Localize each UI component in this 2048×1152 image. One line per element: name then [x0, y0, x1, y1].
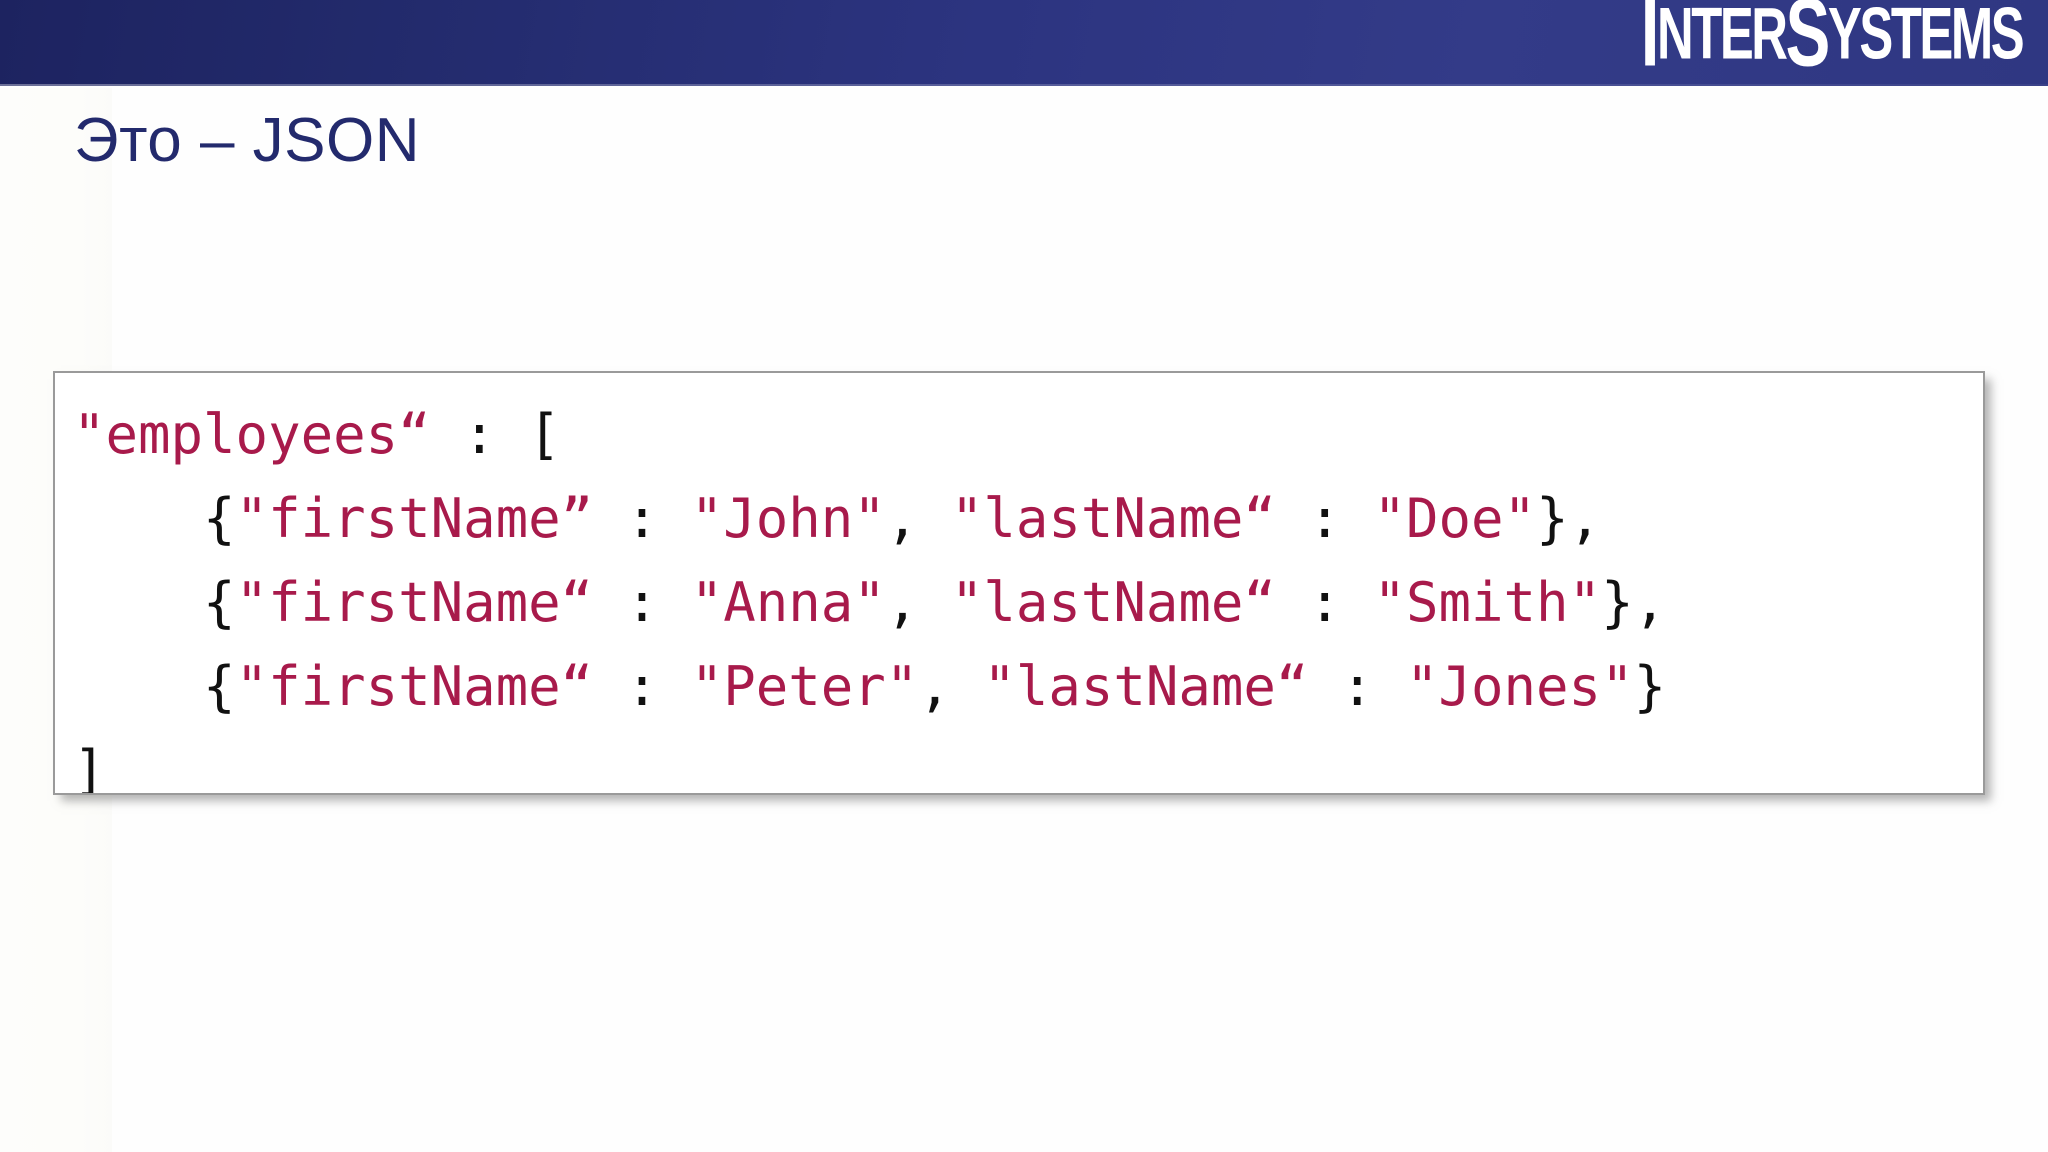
json-code-text: "employees“ : [ {"firstName” : "John", "…: [73, 393, 1983, 795]
json-code-block: "employees“ : [ {"firstName” : "John", "…: [53, 371, 1985, 795]
code-token-string: "employees“: [73, 403, 431, 466]
code-indent: [73, 571, 203, 634]
logo-letters-nter: NTER: [1656, 0, 1788, 76]
code-token-string: "lastName“: [983, 655, 1309, 718]
code-token-string: "John": [690, 487, 886, 550]
code-token-punctuation: ,: [918, 655, 984, 718]
code-token-punctuation: {: [203, 655, 236, 718]
code-token-punctuation: :: [593, 487, 691, 550]
code-token-punctuation: ,: [885, 571, 951, 634]
intersystems-logo: INTERSYSTEMS: [1557, 0, 2025, 88]
page-title: Это – JSON: [74, 106, 421, 175]
code-token-string: "firstName“: [235, 571, 594, 634]
code-token-punctuation: :: [1275, 487, 1374, 550]
code-token-punctuation: :: [1308, 655, 1406, 718]
code-token-punctuation: : [: [430, 403, 561, 466]
logo-letter-i: I: [1640, 0, 1660, 87]
code-indent: [73, 487, 203, 550]
code-token-string: "firstName”: [235, 487, 594, 550]
code-token-string: "firstName“: [235, 655, 594, 718]
code-token-punctuation: {: [203, 487, 236, 550]
logo-letter-s: S: [1785, 0, 1830, 87]
code-token-string: "Anna": [690, 571, 886, 634]
code-token-punctuation: ,: [885, 487, 951, 550]
code-line: "employees“ : [: [73, 393, 1983, 477]
code-token-punctuation: {: [203, 571, 236, 634]
code-token-punctuation: },: [1601, 571, 1667, 634]
code-token-string: "lastName“: [950, 487, 1276, 550]
code-line: {"firstName“ : "Anna", "lastName“ : "Smi…: [73, 561, 1983, 645]
code-token-punctuation: ]: [73, 739, 106, 795]
code-token-string: "Jones": [1406, 655, 1634, 718]
code-indent: [73, 655, 203, 718]
code-line: ]: [73, 729, 1983, 795]
code-token-string: "Smith": [1373, 571, 1602, 634]
code-token-punctuation: }: [1633, 655, 1667, 718]
code-line: {"firstName“ : "Peter", "lastName“ : "Jo…: [73, 645, 1983, 729]
header-band: INTERSYSTEMS: [0, 0, 2048, 86]
code-token-string: "lastName“: [950, 571, 1276, 634]
code-token-punctuation: :: [593, 655, 691, 718]
code-token-punctuation: },: [1536, 487, 1602, 550]
code-line: {"firstName” : "John", "lastName“ : "Doe…: [73, 477, 1983, 561]
code-token-string: "Doe": [1373, 487, 1537, 550]
logo-letters-ystems: YSTEMS: [1827, 0, 2025, 76]
code-token-string: "Peter": [690, 655, 919, 718]
code-token-punctuation: :: [593, 571, 691, 634]
intersystems-logo-wordmark: INTERSYSTEMS: [1641, 0, 2025, 82]
code-token-punctuation: :: [1275, 571, 1374, 634]
